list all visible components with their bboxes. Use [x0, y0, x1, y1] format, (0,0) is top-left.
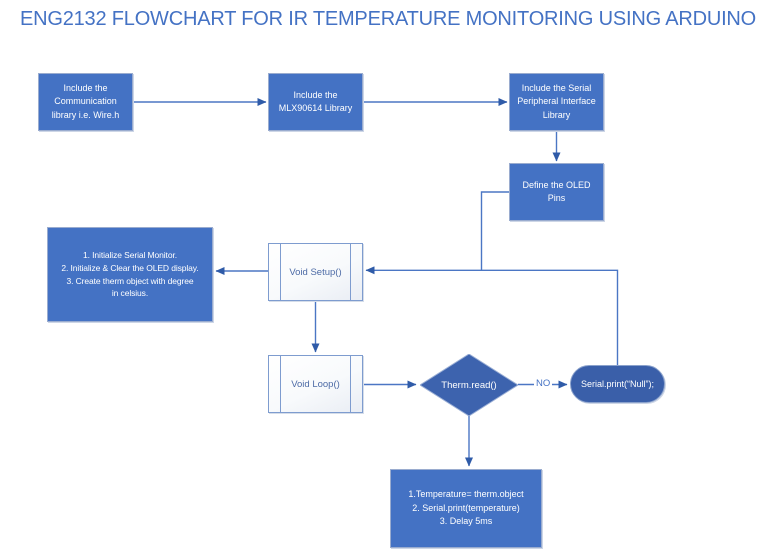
node-void-setup: Void Setup()	[268, 243, 363, 301]
node-include-mlx90614-library: Include the MLX90614 Library	[268, 73, 363, 131]
connector-null-loopback-to-setup	[365, 266, 619, 365]
node-label: 1. Initialize Serial Monitor. 2. Initial…	[61, 250, 199, 299]
node-label: Include the Serial Peripheral Interface …	[517, 82, 596, 120]
node-label: Include the MLX90614 Library	[278, 89, 353, 114]
node-label: Void Setup()	[289, 266, 342, 278]
node-label: Serial.print(“Null”);	[580, 379, 654, 389]
node-serial-print-null: Serial.print(“Null”);	[570, 365, 665, 403]
node-label: 1.Temperature= therm.object 2. Serial.pr…	[408, 489, 524, 527]
diamond-shape	[420, 354, 518, 416]
node-setup-steps: 1. Initialize Serial Monitor. 2. Initial…	[47, 227, 213, 322]
page-title: ENG2132 FLOWCHART FOR IR TEMPERATURE MON…	[19, 8, 757, 30]
node-label: Define the OLED Pins	[522, 179, 591, 204]
connector-oled-elbow	[480, 191, 509, 271]
node-label: Include the Communication library i.e. W…	[51, 82, 120, 120]
node-therm-read-decision: Therm.read()	[420, 354, 518, 416]
decision-no-label: NO	[534, 378, 553, 389]
node-define-oled-pins: Define the OLED Pins	[509, 163, 604, 221]
node-label: Void Loop()	[291, 378, 340, 390]
node-include-spi-library: Include the Serial Peripheral Interface …	[509, 73, 604, 131]
node-void-loop: Void Loop()	[268, 355, 363, 413]
node-include-wire-library: Include the Communication library i.e. W…	[38, 73, 133, 131]
node-label: Therm.read()	[441, 379, 497, 391]
node-loop-steps: 1.Temperature= therm.object 2. Serial.pr…	[390, 469, 542, 548]
